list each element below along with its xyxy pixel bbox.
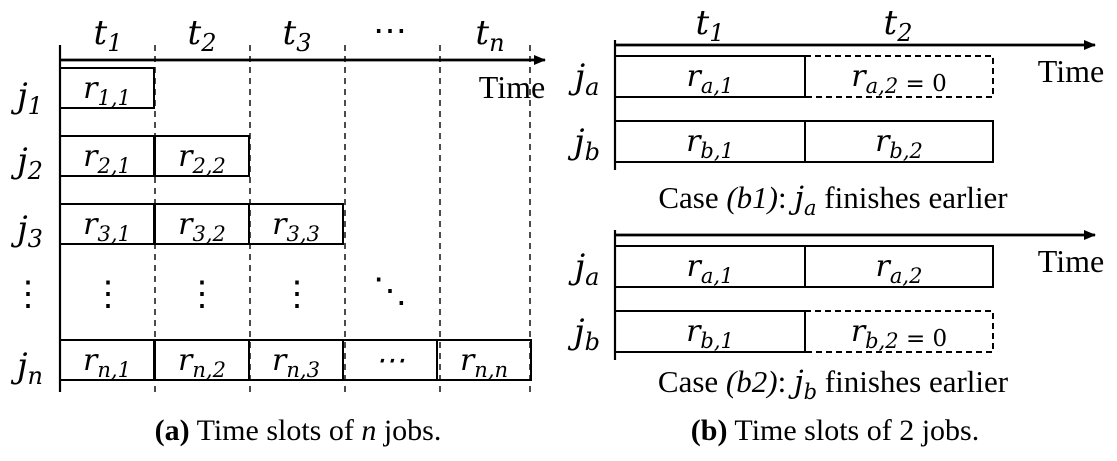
caption-b: (b) Time slots of 2 jobs. [691,414,979,447]
resource-label: rn,n [460,343,508,382]
resource-cell [614,310,806,353]
slot-label: tn [475,13,504,57]
job-label: j1 [10,76,43,120]
resource-label: rn,1 [83,343,131,382]
resource-label: rb,2 = 0 [851,314,947,353]
resource-cell [614,55,806,98]
job-label: jb [567,312,600,356]
resource-cell [248,203,344,245]
resource-cell-zero [804,55,994,98]
slot-label: t1 [696,3,725,47]
resource-cell [154,135,250,177]
resource-label: ra,1 [687,249,734,288]
resource-label: r2,2 [178,139,226,178]
slot-label: t3 [283,13,312,57]
cell-vdots: ⋮ [91,276,125,313]
resource-label: rb,1 [686,124,734,163]
case-caption: Case (b2): jb finishes earlier [658,364,1009,404]
resource-cell [804,120,994,163]
caption-a: (a) Time slots of n jobs. [155,414,442,447]
time-axis-label: Time [479,69,545,105]
resource-label: r3,2 [178,207,226,246]
resource-label: ra,2 = 0 [851,59,946,98]
panel-a: Time t1 t2 t3 ⋯ tn j1 j2 j3 jn r1,1 r2,1 r2,2 r3,1 r3,… [10,13,546,447]
time-axis-label: Time [1038,53,1104,89]
resource-label: r3,3 [272,207,320,246]
resource-cell [436,339,532,381]
resource-label: r1,1 [83,71,131,110]
job-label: j2 [10,141,43,185]
resource-label: ⋯ [375,343,405,378]
case-caption: Case (b1): ja finishes earlier [658,180,1008,220]
resource-label: rn,3 [272,343,320,382]
resource-cell-zero [804,310,994,353]
job-label: ja [568,57,600,101]
resource-label: r2,1 [83,139,131,178]
resource-label: ra,2 [876,249,923,288]
cell-vdots: ⋮ [280,276,314,313]
slot-label: t2 [188,13,217,57]
resource-label: ra,1 [687,59,734,98]
job-label: ja [568,247,600,291]
resource-cell [59,67,155,109]
time-axis-label: Time [1038,243,1104,279]
cell-vdots: ⋮ [185,276,219,313]
slot-label: t2 [884,3,913,47]
job-label: jn [10,346,43,390]
slot-ellipsis: ⋯ [373,13,407,50]
case-2: Time ja jb ra,1 ra,2 rb,1 rb,2 = 0 Case (b2): j… [567,230,1104,404]
slot-label: t1 [94,13,123,57]
resource-label: rb,1 [686,314,734,353]
job-vdots: ⋮ [11,276,45,313]
resource-cell [804,245,994,288]
cell-ddots: ⋱ [373,273,407,310]
resource-label: rb,2 [875,124,923,163]
job-label: j3 [10,209,43,253]
resource-label: r3,1 [83,207,131,246]
resource-label: rn,2 [178,343,226,382]
job-label: jb [567,122,600,166]
